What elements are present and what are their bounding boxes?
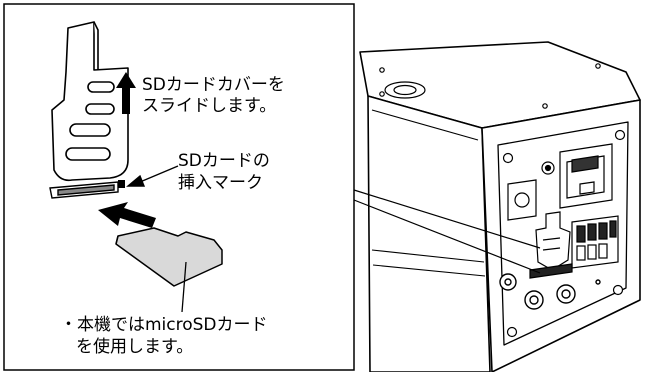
slide-cover-label-line1: SDカードカバーを bbox=[142, 75, 285, 95]
slide-cover-label-line2: スライドします。 bbox=[142, 96, 276, 116]
camera-side-face bbox=[367, 95, 491, 372]
camera-sd-cover bbox=[535, 211, 571, 271]
camera-sd-slot bbox=[529, 263, 573, 279]
status-led bbox=[541, 161, 555, 175]
rear-panel-screws bbox=[502, 129, 626, 338]
camera-body bbox=[359, 41, 641, 372]
terminal-block bbox=[571, 215, 619, 269]
insert-mark-label-line1: SDカードの bbox=[178, 151, 270, 171]
microsd-card bbox=[115, 227, 223, 287]
insert-mark-pointer bbox=[126, 165, 179, 187]
callout-leader-lines bbox=[353, 189, 541, 274]
lan-port bbox=[559, 143, 613, 209]
microsd-note-line1: ・本機ではmicroSDカード bbox=[60, 315, 268, 335]
note-leader-line bbox=[181, 261, 187, 313]
slide-up-arrow bbox=[116, 72, 136, 114]
insertion-mark bbox=[118, 180, 125, 188]
sd-card-cover bbox=[51, 21, 129, 182]
camera-top-details bbox=[379, 63, 601, 109]
microsd-note-line2: を使用します。 bbox=[76, 336, 193, 357]
camera-side-details bbox=[371, 109, 486, 277]
round-connectors bbox=[499, 273, 601, 310]
insertion-arrow bbox=[98, 202, 156, 228]
insert-mark-label-line2: 挿入マーク bbox=[178, 173, 263, 193]
sd-slot bbox=[49, 181, 119, 199]
reset-button bbox=[507, 179, 537, 221]
